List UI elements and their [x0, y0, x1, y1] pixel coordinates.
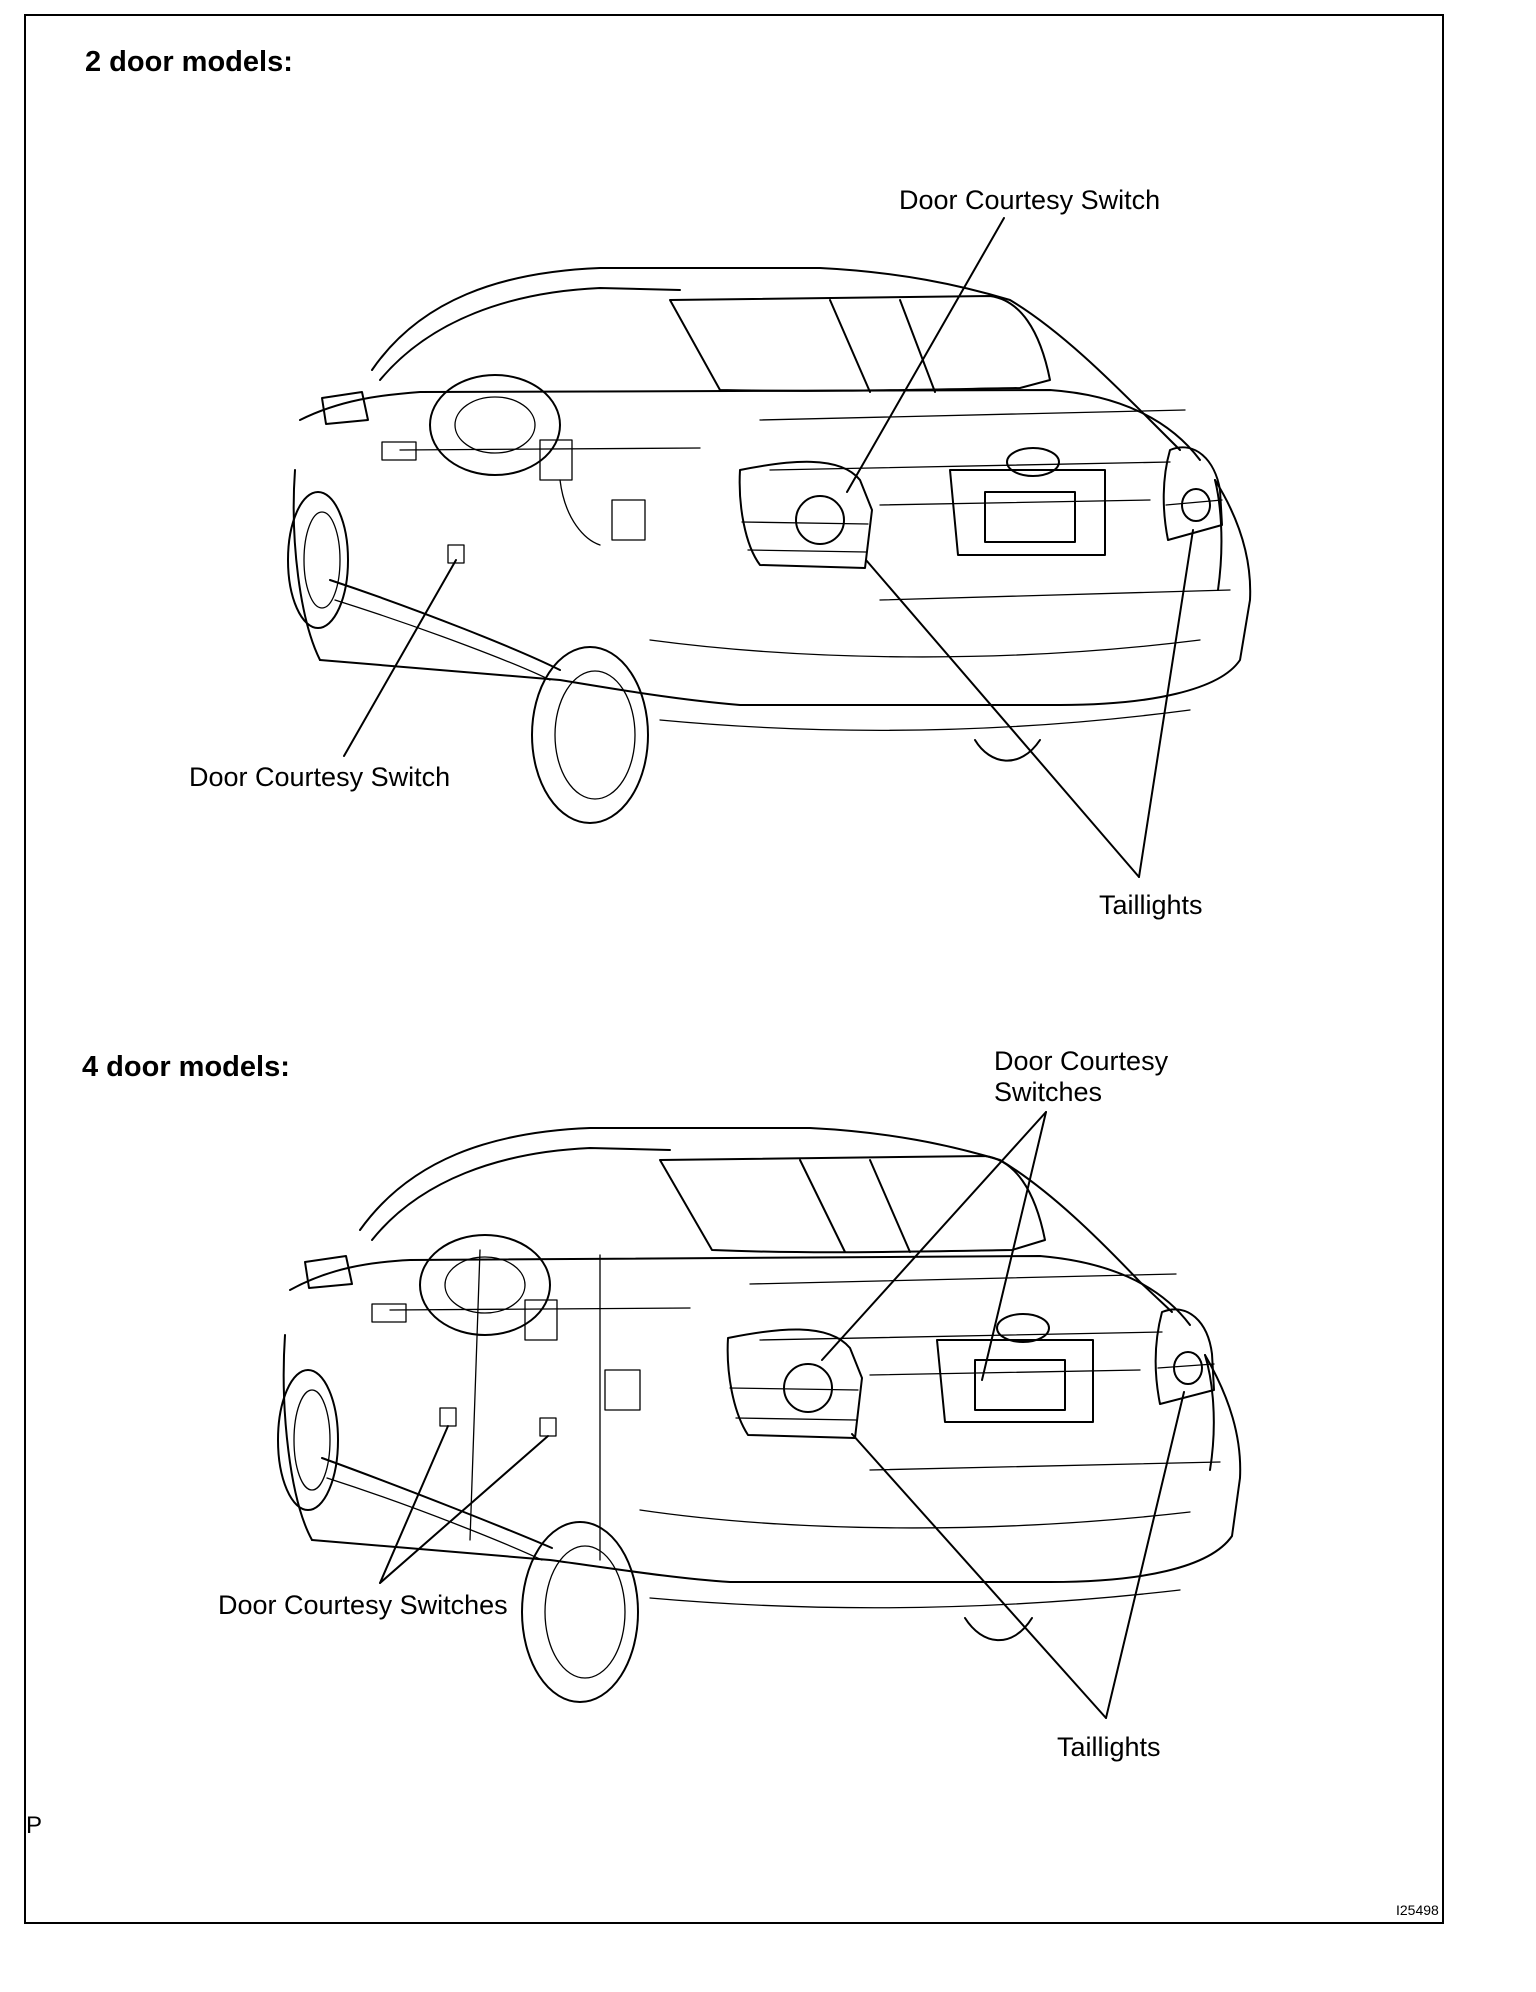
car-4door-illustration: [277, 1111, 1242, 1719]
label-door-courtesy-switches-side: Door Courtesy Switches: [218, 1590, 508, 1620]
figure-id: I25498: [1396, 1902, 1439, 1918]
label-taillights-4door: Taillights: [1057, 1732, 1161, 1762]
section-heading-4door: 4 door models:: [82, 1051, 290, 1083]
section-heading-2door: 2 door models:: [85, 46, 293, 78]
label-door-courtesy-switches-rear-line1: Door Courtesy: [994, 1046, 1169, 1076]
page-frame: [24, 14, 1444, 1924]
page-marker: P: [26, 1812, 43, 1839]
label-door-courtesy-switch-rear: Door Courtesy Switch: [899, 185, 1161, 215]
label-door-courtesy-switch-side: Door Courtesy Switch: [189, 762, 451, 792]
car-2door-illustration: [287, 217, 1252, 878]
label-taillights-2door: Taillights: [1099, 890, 1203, 920]
label-door-courtesy-switches-rear-line2: Switches: [994, 1077, 1103, 1107]
